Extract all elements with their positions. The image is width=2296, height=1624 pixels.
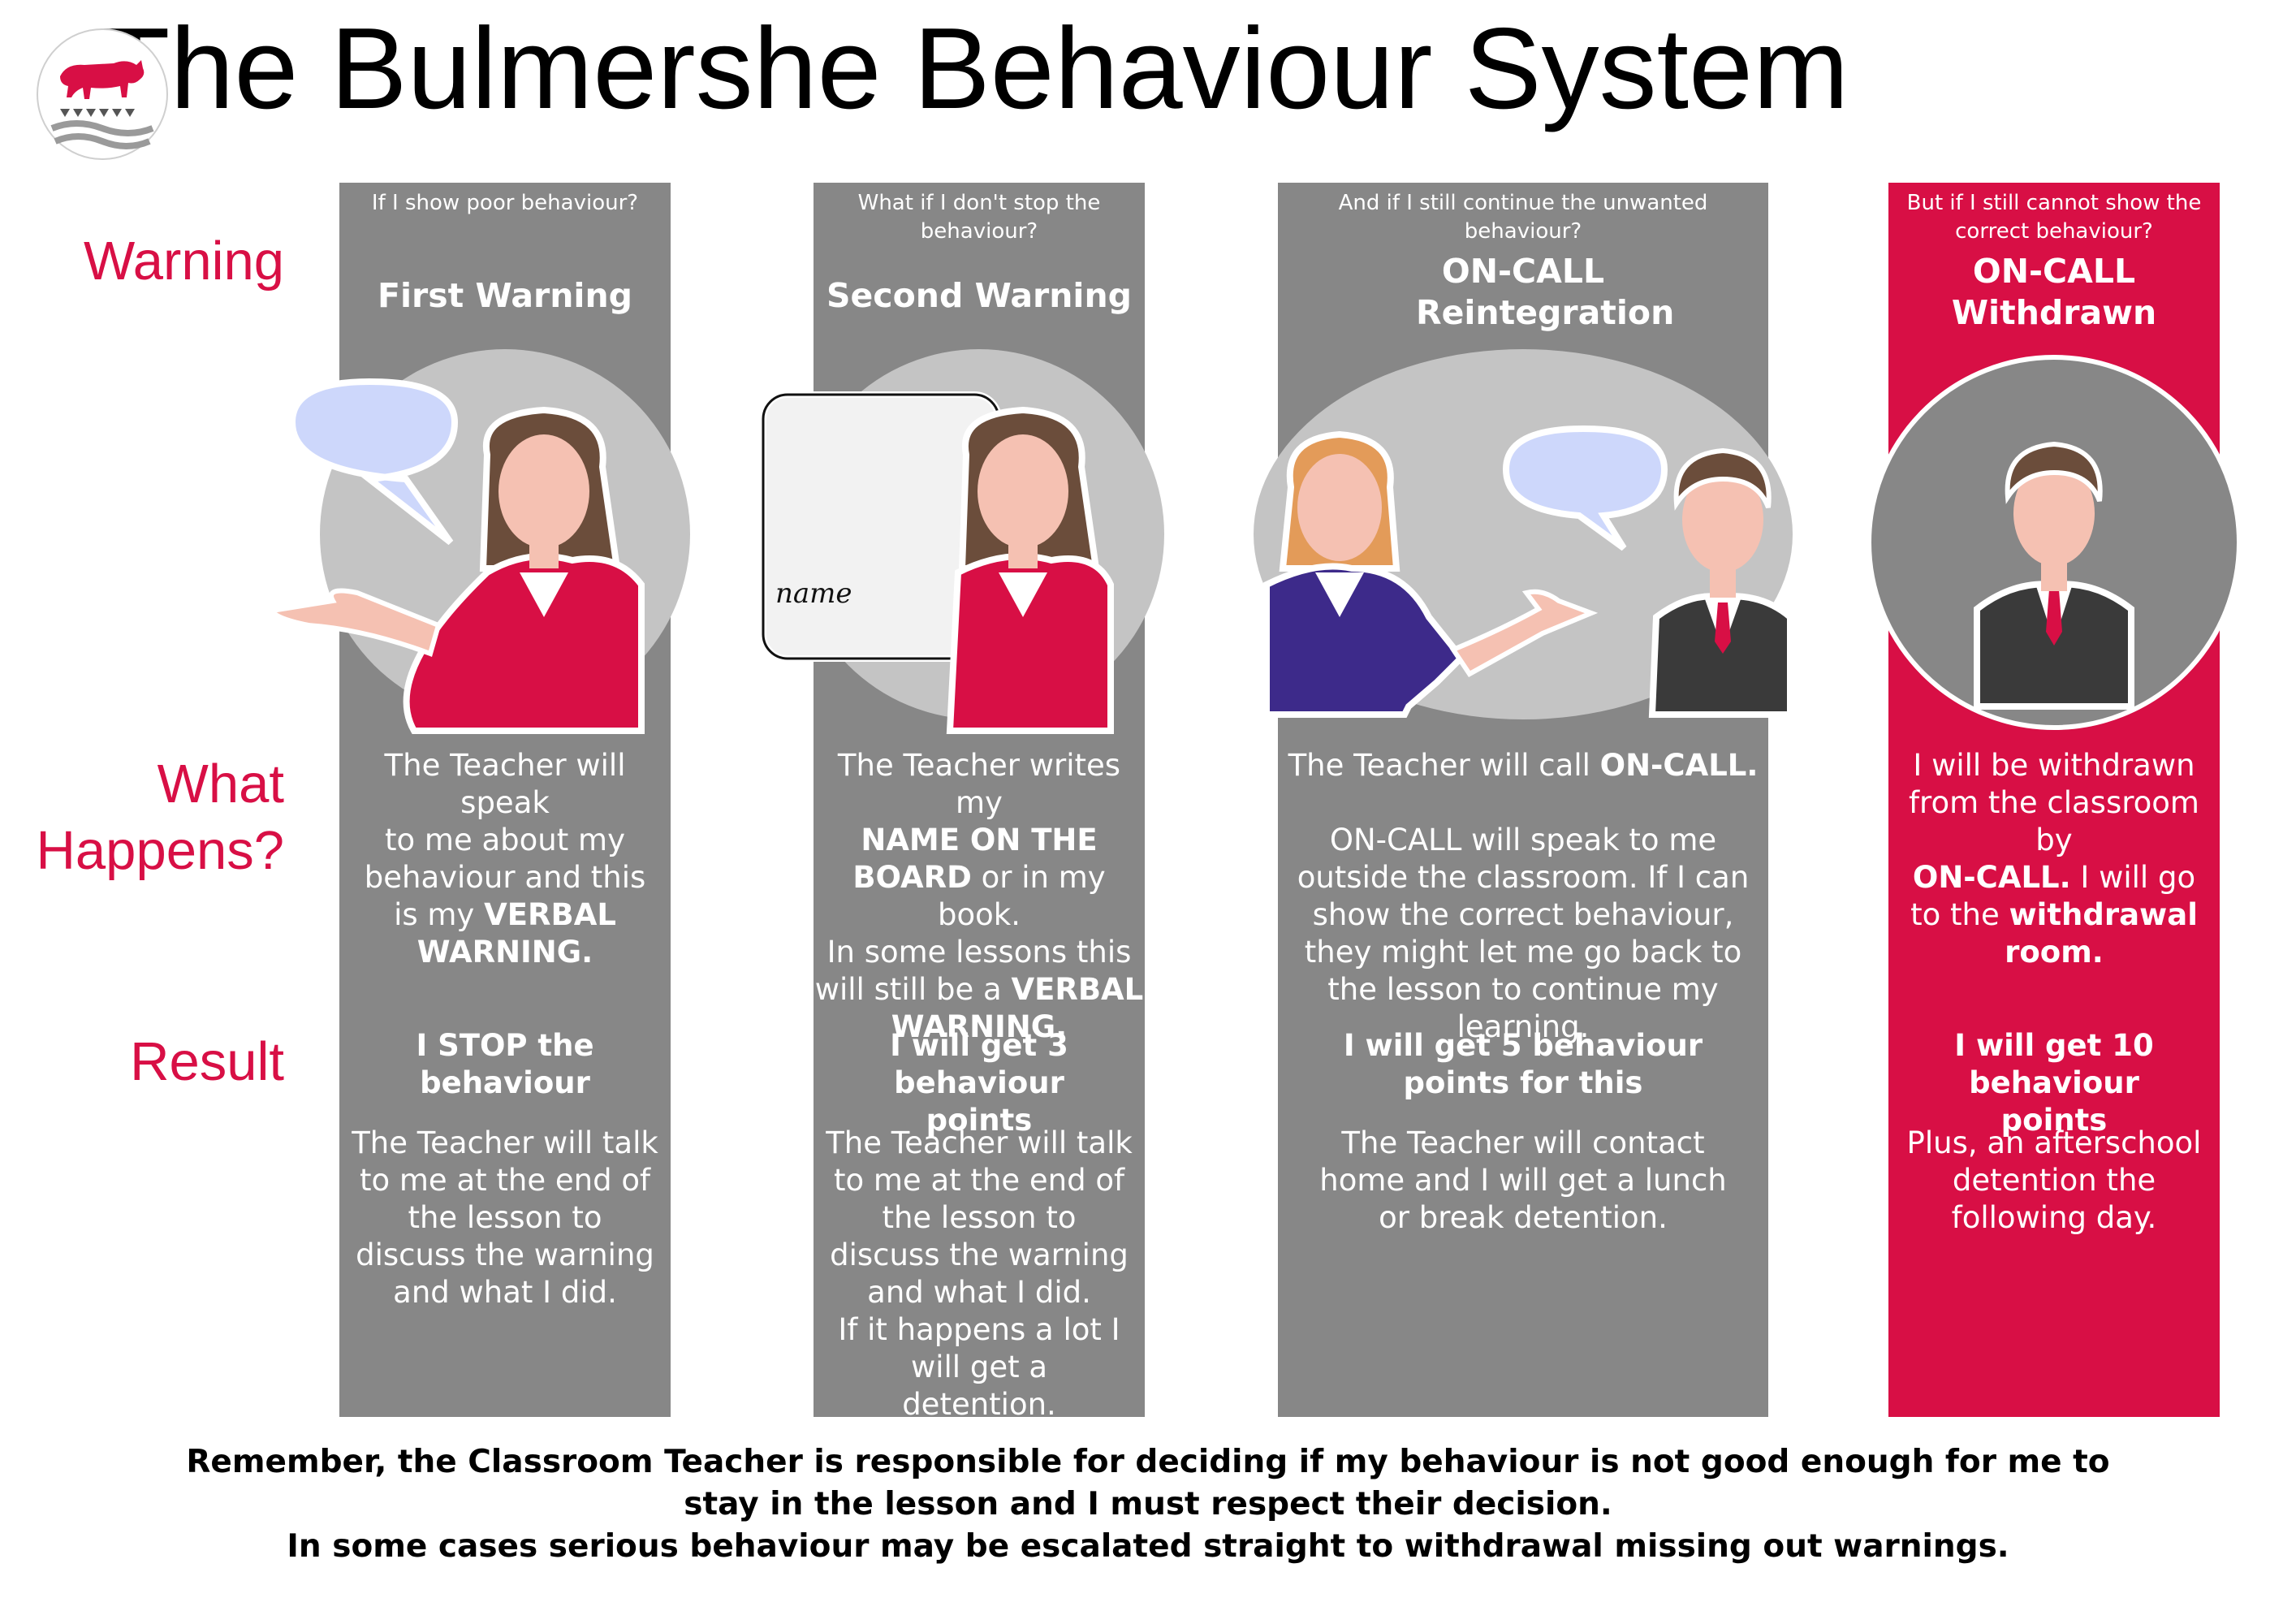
bull-crest-icon <box>37 28 168 160</box>
column-question: But if I still cannot show the correct b… <box>1906 191 2202 244</box>
what-happens-text: The Teacher will call ON-CALL. <box>1288 748 1759 783</box>
teacher-icon <box>268 406 645 734</box>
footer-line-1: Remember, the Classroom Teacher is respo… <box>186 1444 2110 1480</box>
column-question: And if I still continue the unwanted beh… <box>1338 191 1708 244</box>
whiteboard-text: name <box>775 577 852 610</box>
column-question: What if I don't stop the behaviour? <box>857 191 1101 244</box>
footer-note: Remember, the Classroom Teacher is respo… <box>81 1441 2215 1568</box>
student-icon <box>1974 441 2134 710</box>
row-label-what-happens: What Happens? <box>0 751 284 884</box>
footer-line-2: stay in the lesson and I must respect th… <box>684 1486 1612 1522</box>
what-happens-text: The Teacher will speak to me about my be… <box>364 748 646 970</box>
what-happens-text: The Teacher writes my NAME ON THE BOARD … <box>814 748 1144 1044</box>
result-summary: I will get 5 behaviour points for this <box>1343 1028 1703 1100</box>
result-detail: Plus, an afterschool detention the follo… <box>1906 1125 2202 1235</box>
result-detail: The Teacher will talk to me at the end o… <box>352 1125 658 1310</box>
result-detail: The Teacher will contact home and I will… <box>1319 1125 1727 1235</box>
result-summary: I STOP the behaviour <box>416 1028 594 1100</box>
result-summary: I will get 3 behaviour points <box>890 1028 1068 1138</box>
school-logo <box>36 28 169 161</box>
result-summary: I will get 10 behaviour points <box>1954 1028 2154 1138</box>
column-on-call-withdrawn: But if I still cannot show the correct b… <box>1888 183 2220 1417</box>
what-happens-text: I will be withdrawn from the classroom b… <box>1909 748 2199 970</box>
teacher-icon <box>1263 430 1599 718</box>
result-detail: The Teacher will talk to me at the end o… <box>826 1125 1133 1310</box>
page-title: The Bulmershe Behaviour System <box>99 4 1849 133</box>
student-icon <box>1648 447 1793 718</box>
column-heading: Second Warning <box>826 276 1133 315</box>
column-second-warning: What if I don't stop the behaviour? Seco… <box>814 183 1145 1422</box>
speech-bubble-icon <box>1502 425 1668 551</box>
teacher-icon <box>946 406 1114 734</box>
column-question: If I show poor behaviour? <box>371 191 639 215</box>
column-heading: ON-CALL Withdrawn <box>1951 252 2157 332</box>
row-label-result: Result <box>130 1031 284 1092</box>
speech-bubble-icon <box>288 378 459 546</box>
row-label-warning: Warning <box>84 231 284 292</box>
column-heading: First Warning <box>378 276 632 315</box>
what-happens-detail: ON-CALL will speak to me outside the cla… <box>1297 823 1750 1044</box>
result-extra: If it happens a lot I will get a detenti… <box>838 1312 1120 1422</box>
footer-line-3: In some cases serious behaviour may be e… <box>287 1528 2009 1565</box>
row-label-what-happens-text: What Happens? <box>36 754 284 881</box>
